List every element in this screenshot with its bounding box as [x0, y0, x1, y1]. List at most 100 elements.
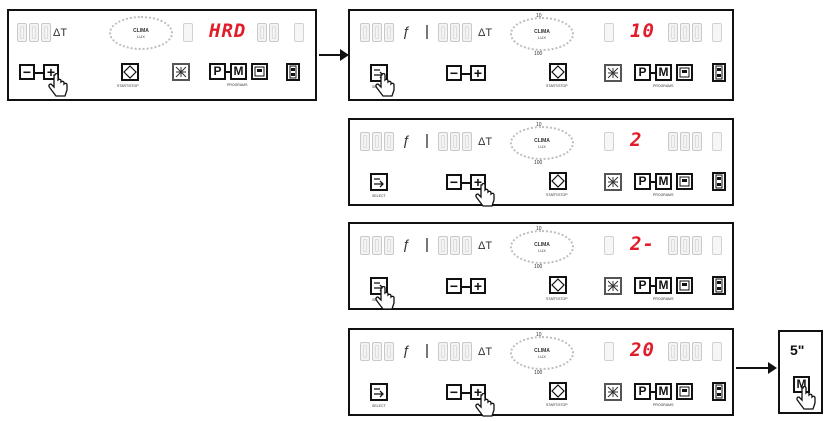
probe-mark [426, 25, 428, 39]
delta-t-label: ΔT [478, 346, 493, 358]
select-arrow-icon [374, 178, 384, 188]
fan-icon [607, 386, 619, 398]
probe-r-icon: ƒ [402, 132, 410, 148]
button-connector [226, 71, 230, 73]
control-panel-step-3: ƒ ΔT 10 CLIMA LUX 100 2 SELECT − + START… [348, 118, 734, 207]
start-stop-button[interactable] [549, 276, 567, 294]
tray-button[interactable] [251, 63, 268, 80]
door-button[interactable] [286, 63, 300, 81]
probe-mark [426, 344, 428, 358]
minus-button[interactable]: − [446, 174, 462, 190]
door-button[interactable] [712, 276, 726, 295]
clima-tick-bottom: 100 [534, 160, 543, 166]
aux-display [604, 132, 614, 151]
button-connector [651, 391, 655, 393]
main-display-value: 2 [630, 129, 643, 151]
clima-tick-top: 10 [536, 226, 542, 232]
start-stop-button[interactable] [549, 382, 567, 400]
door-button[interactable] [712, 63, 726, 82]
door-icon [715, 65, 723, 80]
fan-button[interactable] [604, 277, 622, 295]
button-connector [462, 182, 470, 184]
lux-label: LUX [538, 248, 546, 253]
program-m-button[interactable]: M [230, 63, 247, 80]
oven-tray-icon [679, 386, 690, 397]
fan-button[interactable] [172, 63, 190, 81]
control-panel-step-4: ƒ ΔT 10 CLIMA LUX 100 2- SELECT − + STAR… [348, 222, 734, 310]
program-p-button[interactable]: P [634, 383, 651, 400]
door-icon [715, 384, 723, 399]
start-stop-button[interactable] [549, 172, 567, 190]
clima-selector[interactable]: CLIMA LUX [510, 126, 574, 160]
start-stop-diamond-icon [551, 174, 565, 188]
minus-button[interactable]: − [19, 64, 35, 80]
fan-button[interactable] [604, 383, 622, 401]
button-connector [651, 285, 655, 287]
control-panel-step-5: ƒ ΔT 10 CLIMA LUX 100 20 SELECT − + STAR… [348, 328, 734, 417]
aux-display-right [712, 23, 722, 42]
aux-display-right [712, 132, 722, 151]
aux-display [604, 342, 614, 361]
fan-button[interactable] [604, 64, 622, 82]
probe-mark [426, 238, 428, 252]
program-m-button[interactable]: M [655, 383, 672, 400]
program-p-button[interactable]: P [634, 173, 651, 190]
clima-tick-top: 10 [536, 122, 542, 128]
fan-button[interactable] [604, 173, 622, 191]
delta-t-label: ΔT [53, 27, 68, 39]
lux-label: LUX [137, 34, 145, 39]
program-m-button[interactable]: M [655, 64, 672, 81]
clima-selector[interactable]: CLIMA LUX [510, 336, 574, 370]
start-stop-label: START/STOP [546, 297, 568, 301]
delta-t-label: ΔT [478, 240, 493, 252]
fan-icon [607, 280, 619, 292]
program-m-button[interactable]: M [655, 277, 672, 294]
main-display-value: HRD [209, 20, 247, 42]
program-m-button[interactable]: M [655, 173, 672, 190]
tray-button[interactable] [676, 383, 693, 400]
clima-selector[interactable]: CLIMA LUX [109, 16, 173, 50]
door-icon [289, 65, 297, 79]
programs-label: PROGRAMS [227, 83, 248, 87]
oven-tray-icon [254, 66, 265, 77]
select-label: SELECT [372, 194, 386, 198]
tray-button[interactable] [676, 64, 693, 81]
program-p-button[interactable]: P [634, 64, 651, 81]
door-button[interactable] [712, 172, 726, 191]
fan-icon [607, 67, 619, 79]
button-connector [462, 286, 470, 288]
delta-t-label: ΔT [478, 136, 493, 148]
right-arrow-icon [768, 362, 777, 374]
select-button[interactable] [370, 383, 388, 401]
fan-icon [607, 176, 619, 188]
clima-label: CLIMA [534, 348, 550, 354]
plus-button[interactable]: + [470, 174, 486, 190]
hand-pointer-icon [48, 73, 68, 97]
minus-button[interactable]: − [446, 384, 462, 400]
plus-button[interactable]: + [470, 278, 486, 294]
program-p-button[interactable]: P [634, 277, 651, 294]
tray-button[interactable] [676, 277, 693, 294]
start-stop-diamond-icon [551, 65, 565, 79]
control-panel-step-1: ΔT CLIMA LUX HRD − + START/STOP P M PROG… [7, 9, 317, 101]
start-stop-button[interactable] [549, 63, 567, 81]
hand-pointer-icon [475, 393, 495, 417]
clima-label: CLIMA [534, 242, 550, 248]
plus-button[interactable]: + [470, 65, 486, 81]
start-stop-button[interactable] [121, 63, 139, 81]
fan-icon [175, 66, 187, 78]
program-p-button[interactable]: P [209, 63, 226, 80]
clima-selector[interactable]: CLIMA LUX [510, 230, 574, 264]
clima-selector[interactable]: CLIMA LUX [510, 17, 574, 51]
clima-label: CLIMA [534, 138, 550, 144]
minus-button[interactable]: − [446, 278, 462, 294]
tray-button[interactable] [676, 173, 693, 190]
lux-label: LUX [538, 354, 546, 359]
start-stop-diamond-icon [551, 384, 565, 398]
select-button[interactable] [370, 173, 388, 191]
minus-button[interactable]: − [446, 65, 462, 81]
door-button[interactable] [712, 382, 726, 401]
clima-tick-bottom: 100 [534, 370, 543, 376]
oven-tray-icon [679, 67, 690, 78]
oven-tray-icon [679, 280, 690, 291]
